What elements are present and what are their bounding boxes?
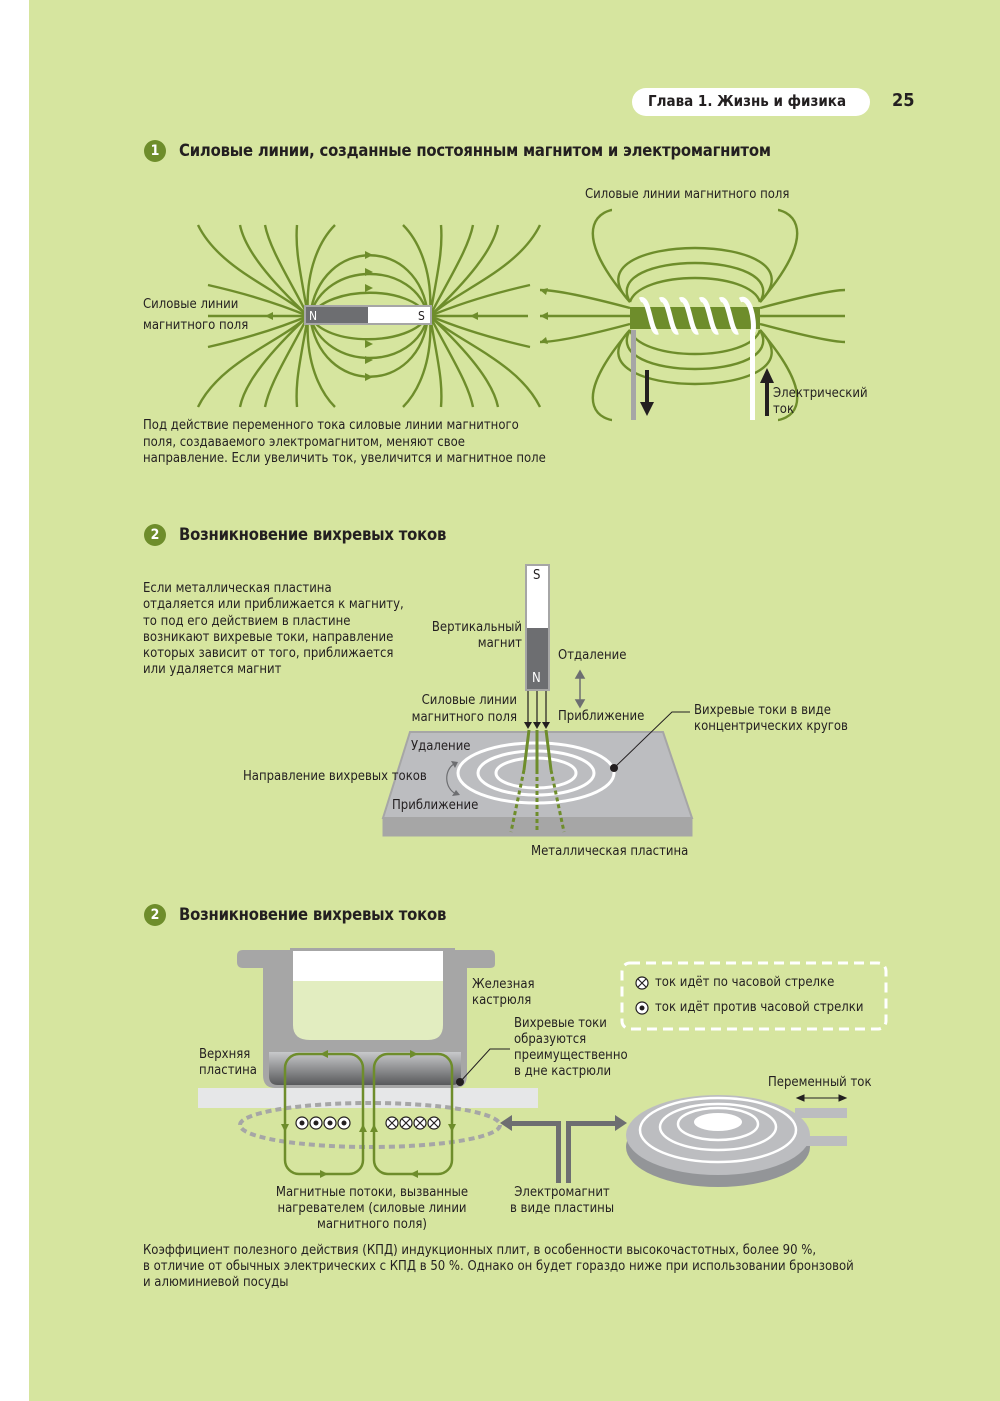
eddy-bottom-line: образуются [514, 1032, 587, 1047]
section-1-badge: 1 [144, 140, 166, 162]
description-line: возникают вихревые токи, направление [143, 629, 394, 645]
description-line: отдаляется или приближается к магниту, [143, 597, 404, 613]
section-1-title: Силовые линии, созданные постоянным магн… [179, 141, 771, 160]
field-line-arrows [265, 251, 478, 381]
caption-line: направление. Если увеличить ток, увеличи… [143, 451, 546, 466]
legend-clockwise-icon [635, 976, 649, 990]
label-metal-plate: Металлическая пластина [531, 844, 689, 859]
electromagnet-line: Электромагнит [514, 1185, 610, 1200]
eddy-direction-arrow [446, 763, 457, 795]
description-line: которых зависит от того, приближается [143, 646, 394, 662]
label-magnetic-flux: Магнитные потоки, вызванные нагревателем… [266, 1185, 478, 1233]
solenoid-arrows [540, 288, 548, 344]
chapter-pill [632, 88, 870, 116]
chapter-title: Глава 1. Жизнь и физика [648, 92, 847, 110]
solenoid-coil [638, 296, 756, 335]
footer-note-line: в отличие от обычных электрических с КПД… [143, 1259, 854, 1274]
label-iron-pot-1: Железная [472, 977, 535, 992]
description-line: или удаляется магнит [143, 662, 282, 678]
magnetic-flux-line: нагревателем (силовые линии [277, 1201, 467, 1216]
label-field-lines-1: Силовые линии [421, 693, 517, 708]
caption-line: поля, создаваемого электромагнитом, меня… [143, 434, 465, 450]
label-removal: Удаление [411, 739, 471, 754]
vertical-magnet [525, 564, 550, 691]
label-vertical-magnet-1: Вертикальный [431, 620, 522, 635]
magnetic-flux-line: Магнитные потоки, вызванные [275, 1185, 469, 1200]
current-arrows [640, 368, 774, 416]
induction-coil-disk [626, 1095, 847, 1187]
label-field-lines-top: Силовые линии магнитного поля [585, 187, 790, 202]
label-electromagnet: Электромагнит в виде пластины [500, 1185, 624, 1217]
field-lines-dashed [509, 769, 566, 833]
label-eddy-direction: Направление вихревых токов [243, 769, 427, 784]
metal-plate [381, 731, 694, 837]
label-current-1: Электрический [773, 386, 868, 401]
section-2-badge: 2 [144, 524, 166, 546]
label-field-lines-left-2: магнитного поля [143, 318, 249, 333]
page [29, 0, 1000, 1401]
field-lines-through-plate [522, 729, 553, 771]
label-vertical-magnet-2: магнит [477, 636, 522, 651]
eddy-dashed-ellipse [238, 1101, 502, 1149]
description-line: Если металлическая пластина [143, 581, 332, 596]
magnet-field-lines [527, 691, 547, 722]
eddy-bottom-line: Вихревые токи [514, 1016, 607, 1031]
bar-magnet [304, 305, 432, 325]
clockwise-symbols [385, 1116, 441, 1130]
field-line-arrowheads [524, 722, 550, 729]
move-arrow [574, 669, 586, 709]
vertical-magnet-s: S [533, 568, 541, 583]
wire-right [750, 330, 755, 420]
eddy-bottom-line: в дне кастрюли [514, 1064, 612, 1079]
section-3-title: Возникновение вихревых токов [179, 905, 447, 924]
label-eddy-circles-2: концентрических кругов [694, 719, 848, 734]
counterclockwise-symbols [295, 1116, 351, 1130]
electromagnet-connector [500, 1115, 627, 1183]
label-approach: Приближение [558, 709, 645, 724]
label-top-plate-1: Верхняя [199, 1047, 251, 1062]
legend-counterclockwise-label: ток идёт против часовой стрелки [655, 1000, 864, 1015]
magnet-n-label: N [309, 309, 318, 323]
label-eddy-circles-1: Вихревые токи в виде [694, 703, 831, 718]
iron-pot [237, 948, 495, 1088]
footer-note: Коэффициент полезного действия (КПД) инд… [143, 1243, 854, 1291]
section-3-badge: 2 [144, 904, 166, 926]
flux-arrows [281, 1050, 456, 1178]
section-2-title: Возникновение вихревых токов [179, 525, 447, 544]
legend-box [620, 961, 888, 1031]
alternating-current-arrow [795, 1094, 848, 1102]
label-move-away: Отдаление [558, 648, 627, 663]
description-line: то под его действием в пластине [143, 613, 351, 629]
section-1-caption: Под действие переменного тока силовые ли… [143, 418, 546, 468]
label-alternating-current: Переменный ток [768, 1075, 872, 1090]
label-eddy-bottom: Вихревые токи образуются преимущественно… [514, 1016, 628, 1080]
caption-line: Под действие переменного тока силовые ли… [143, 418, 519, 433]
label-iron-pot-2: кастрюля [472, 993, 532, 1008]
label-top-plate-2: пластина [199, 1063, 257, 1078]
label-field-lines-2: магнитного поля [411, 710, 517, 725]
label-current-2: ток [773, 402, 795, 417]
electromagnet-line: в виде пластины [509, 1201, 615, 1216]
eddy-leader [610, 711, 690, 772]
legend-counterclockwise-icon [635, 1001, 649, 1015]
label-approach-2: Приближение [392, 798, 479, 813]
vertical-magnet-n: N [532, 671, 541, 686]
wire-left [631, 330, 636, 420]
magnet-s-label: S [418, 309, 425, 323]
eddy-bottom-leader [456, 1048, 510, 1086]
page-number: 25 [892, 90, 915, 111]
magnetic-flux-line: магнитного поля) [317, 1217, 427, 1232]
footer-note-line: и алюминиевой посуды [143, 1275, 289, 1290]
section-2-description: Если металлическая пластина отдаляется и… [143, 581, 404, 679]
eddy-bottom-line: преимущественно [514, 1048, 628, 1063]
footer-note-line: Коэффициент полезного действия (КПД) инд… [143, 1243, 817, 1258]
label-field-lines-left-1: Силовые линии [143, 297, 239, 312]
legend-clockwise-label: ток идёт по часовой стрелке [655, 975, 835, 990]
